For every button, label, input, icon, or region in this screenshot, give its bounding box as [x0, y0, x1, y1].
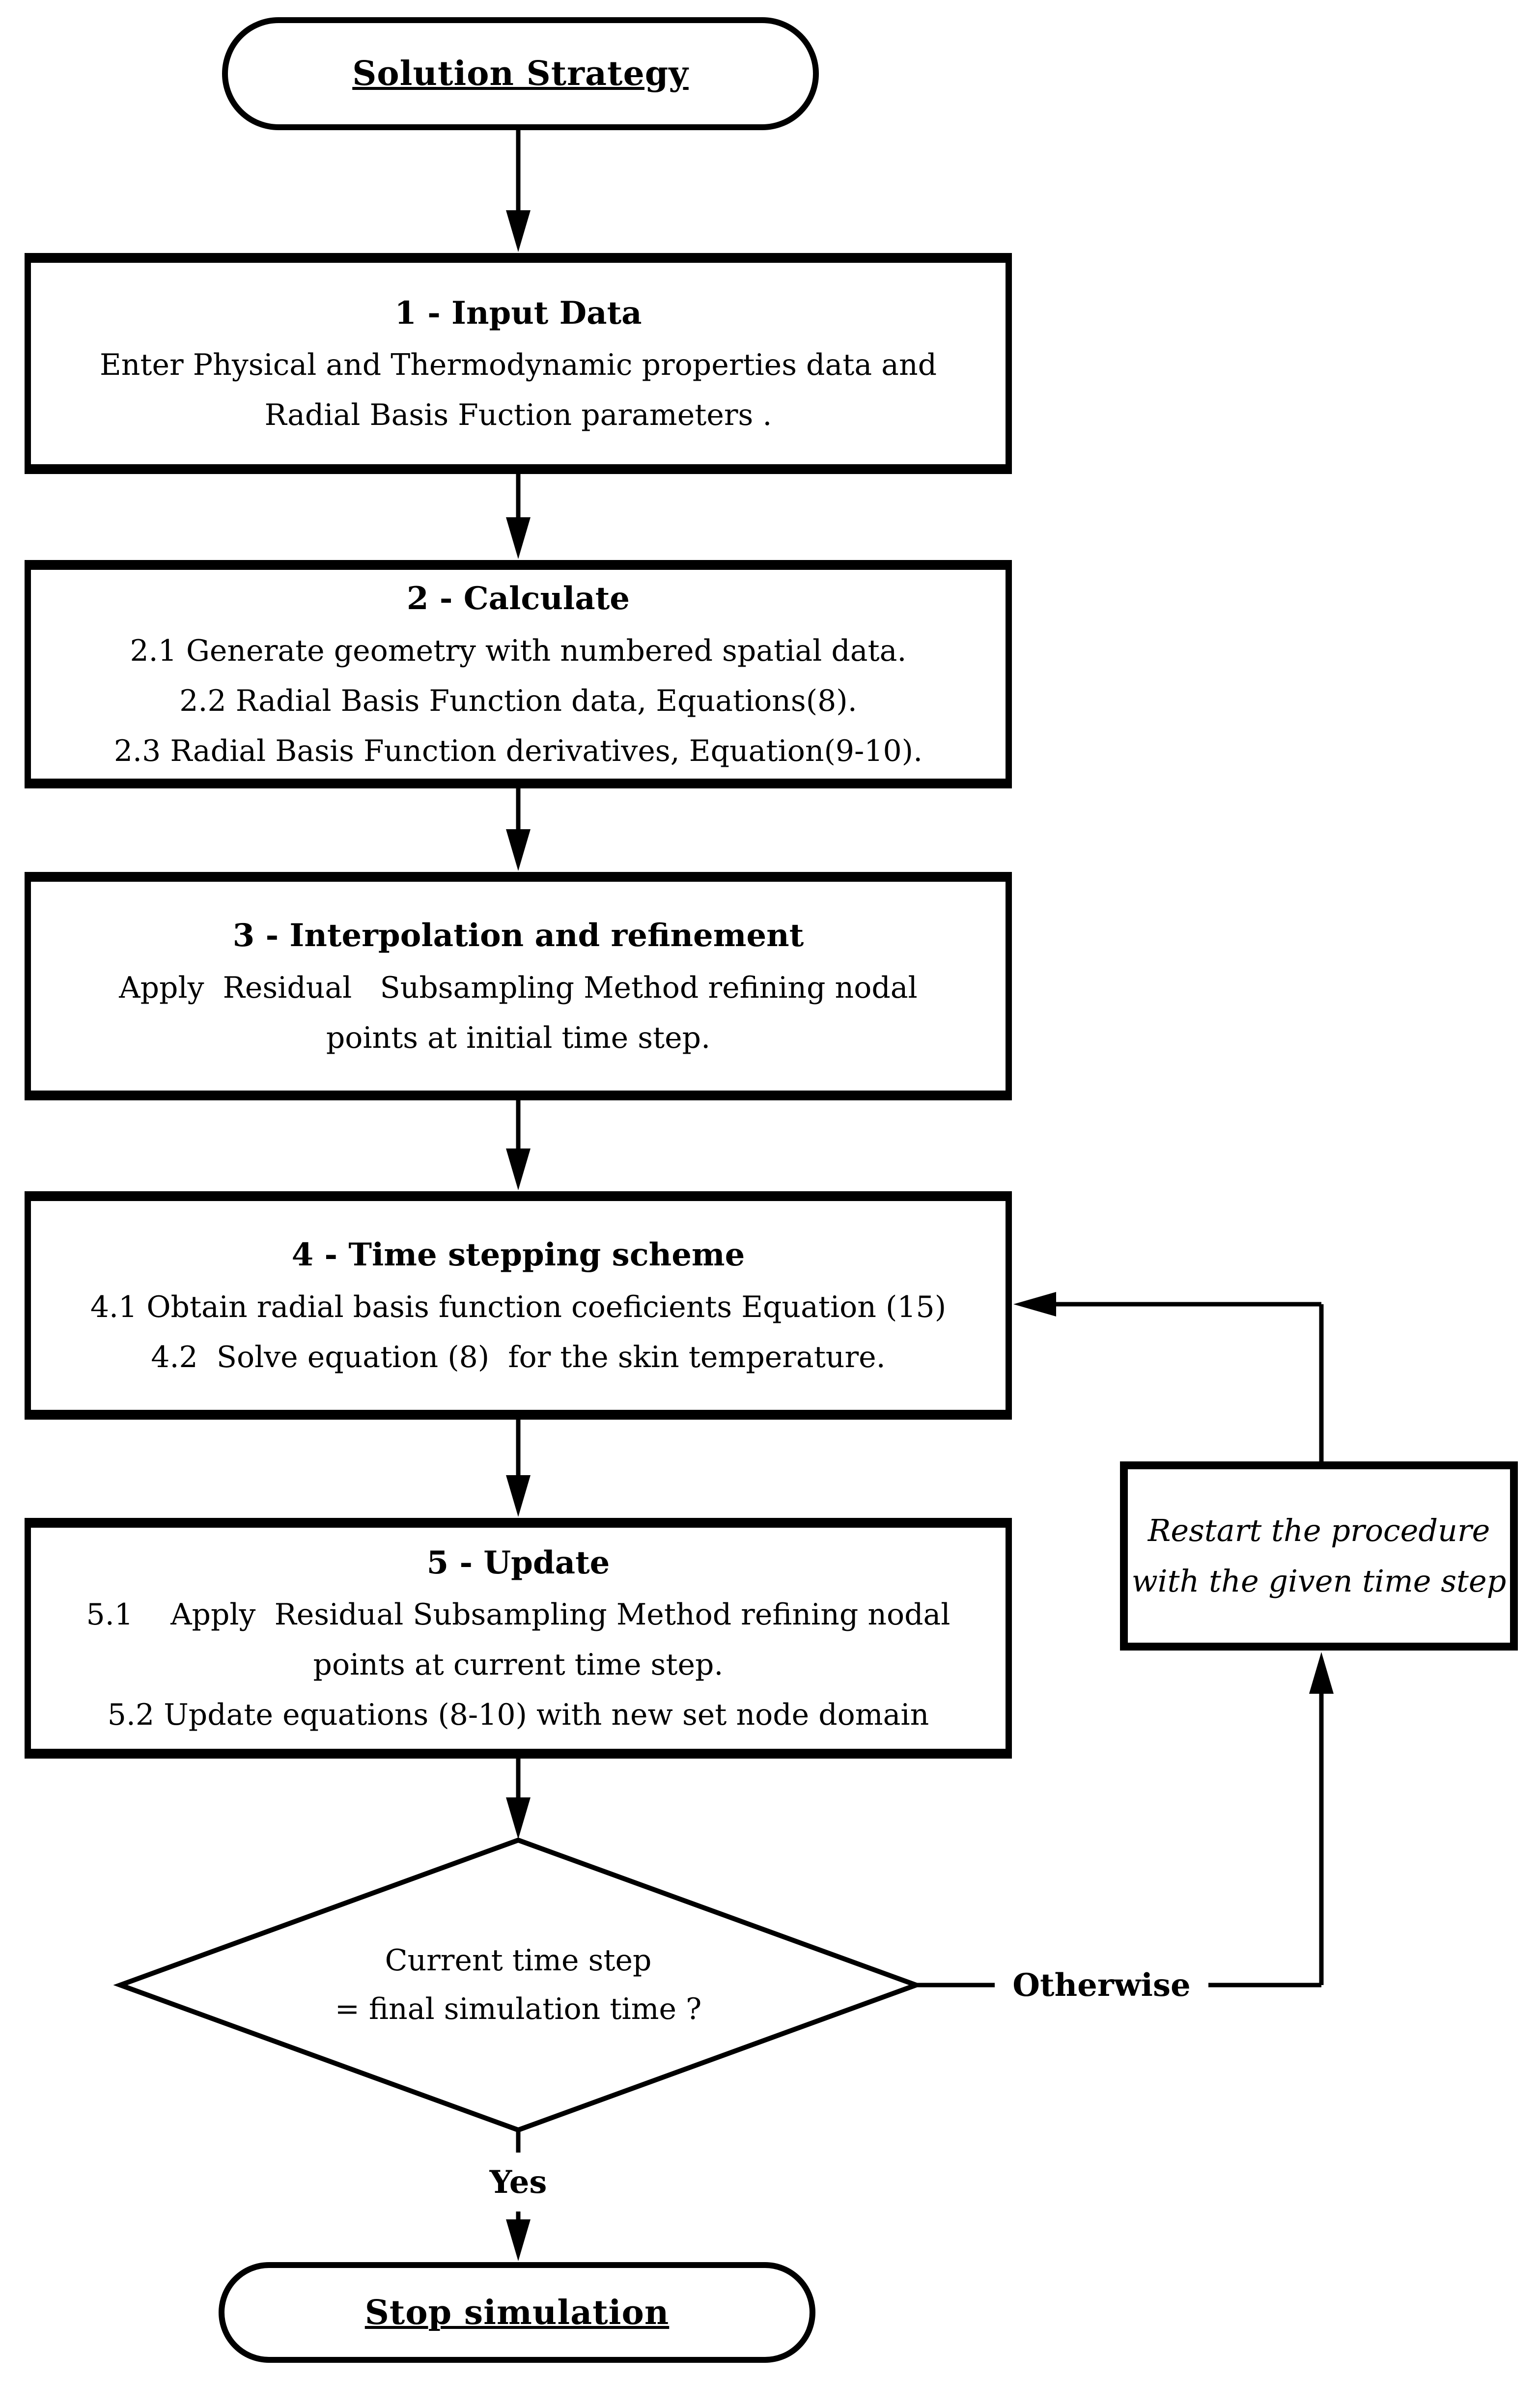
step5-line: 5.2 Update equations (8-10) with new set…	[107, 1698, 929, 1733]
edge-start-to-step1	[506, 130, 531, 252]
yes-label-text: Yes	[489, 2163, 547, 2201]
restart-line: with the given time step	[1131, 1563, 1507, 1599]
step5-update-box: 5 - Update 5.1 Apply Residual Subsamplin…	[25, 1518, 1012, 1759]
step2-header: 2 - Calculate	[407, 580, 630, 617]
step1-line: Enter Physical and Thermodynamic propert…	[99, 348, 937, 383]
restart-line: Restart the procedure	[1147, 1512, 1490, 1549]
otherwise-edge-label: Otherwise	[995, 1956, 1208, 2014]
step5-line: 5.1 Apply Residual Subsampling Method re…	[86, 1597, 951, 1632]
start-node: Solution Strategy	[222, 17, 819, 130]
step3-header: 3 - Interpolation and refinement	[232, 917, 804, 954]
step1-input-data-box: 1 - Input Data Enter Physical and Thermo…	[25, 253, 1012, 474]
step3-line: points at initial time step.	[326, 1020, 711, 1055]
edge-step5-to-decision	[506, 1759, 531, 1839]
edge-step3-to-step4	[506, 1100, 531, 1190]
edge-step4-to-step5	[506, 1420, 531, 1517]
step2-line: 2.2 Radial Basis Function data, Equation…	[179, 683, 857, 718]
step3-interpolation-box: 3 - Interpolation and refinement Apply R…	[25, 872, 1012, 1100]
end-label: Stop simulation	[364, 2293, 670, 2332]
yes-edge-label: Yes	[467, 2153, 570, 2212]
edge-step2-to-step3	[506, 788, 531, 871]
edge-loop-to-step4	[1013, 1292, 1324, 1461]
restart-procedure-box: Restart the procedure with the given tim…	[1120, 1461, 1518, 1651]
step4-line: 4.1 Obtain radial basis function coefici…	[90, 1289, 947, 1324]
step5-header: 5 - Update	[426, 1544, 610, 1581]
step5-line: points at current time step.	[313, 1648, 724, 1682]
decision-line: = final simulation time ?	[335, 1992, 702, 2026]
step1-line: Radial Basis Fuction parameters .	[264, 398, 772, 433]
step4-header: 4 - Time stepping scheme	[291, 1236, 745, 1274]
step2-line: 2.1 Generate geometry with numbered spat…	[130, 633, 907, 668]
edge-step1-to-step2	[506, 474, 531, 559]
end-node: Stop simulation	[219, 2262, 815, 2363]
decision-line: Current time step	[385, 1943, 652, 1978]
step4-line: 4.2 Solve equation (8) for the skin temp…	[151, 1340, 886, 1374]
step3-line: Apply Residual Subsampling Method refini…	[119, 970, 918, 1005]
decision-node-text: Current time step = final simulation tim…	[199, 1919, 838, 2051]
step2-calculate-box: 2 - Calculate 2.1 Generate geometry with…	[25, 560, 1012, 788]
step4-time-stepping-box: 4 - Time stepping scheme 4.1 Obtain radi…	[25, 1191, 1012, 1420]
step2-line: 2.3 Radial Basis Function derivatives, E…	[113, 733, 923, 768]
otherwise-label-text: Otherwise	[1012, 1966, 1191, 2004]
start-label: Solution Strategy	[352, 54, 689, 93]
step1-header: 1 - Input Data	[394, 294, 642, 332]
decision-diamond	[113, 1837, 923, 2133]
